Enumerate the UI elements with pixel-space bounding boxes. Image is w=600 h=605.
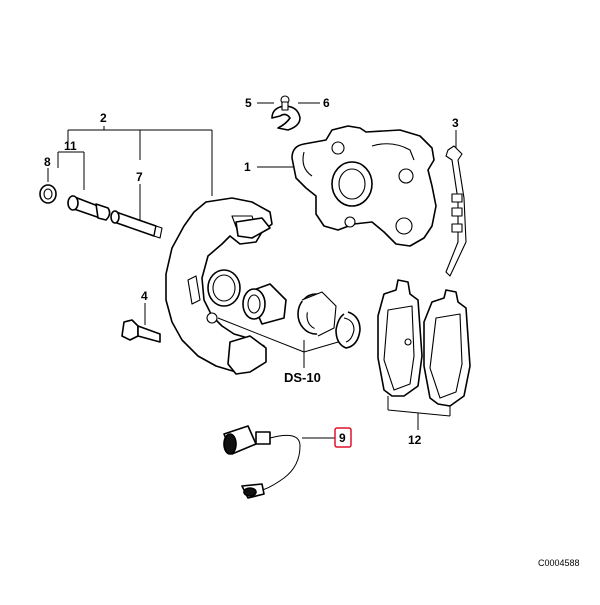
reference-code: C0004588 <box>538 558 580 568</box>
brake-pad-outer <box>423 289 471 407</box>
dust-cap <box>39 184 57 204</box>
carrier-bolt <box>121 319 161 343</box>
callout-5: 5 <box>245 96 252 110</box>
piston-seal <box>207 269 241 307</box>
dust-boot <box>297 291 337 337</box>
highlight-box <box>334 427 352 448</box>
callout-3: 3 <box>452 116 459 130</box>
callout-2: 2 <box>100 111 107 125</box>
anti-rattle-spring <box>445 145 467 277</box>
callout-labels: 2 11 8 7 1 5 6 3 4 DS-10 12 9 <box>44 96 459 448</box>
guide-bolt <box>110 210 163 239</box>
caliper-carrier <box>165 197 273 375</box>
callout-4: 4 <box>141 289 148 303</box>
callout-12: 12 <box>408 433 422 447</box>
guide-sleeve <box>67 195 111 221</box>
retaining-ring <box>335 311 361 349</box>
callout-7: 7 <box>136 170 143 184</box>
callout-11: 11 <box>64 139 77 153</box>
callout-ds10: DS-10 <box>284 370 321 385</box>
callout-6: 6 <box>323 96 330 110</box>
callout-1: 1 <box>244 160 251 174</box>
brake-pad-inner <box>377 279 423 397</box>
callout-9: 9 <box>339 431 346 445</box>
piston <box>242 283 287 325</box>
bleeder-clip <box>271 95 301 131</box>
wear-sensor <box>223 425 301 499</box>
callout-8: 8 <box>44 155 51 169</box>
caliper-housing <box>291 125 437 247</box>
